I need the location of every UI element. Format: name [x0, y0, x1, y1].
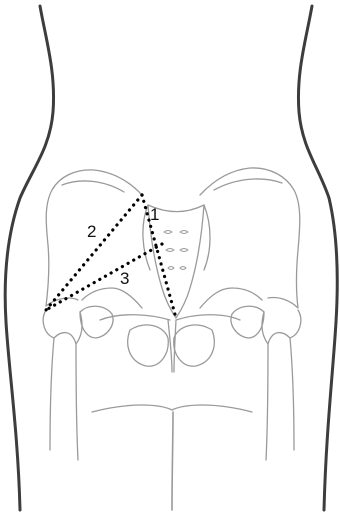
- right-ilium-inner-curve: [200, 288, 262, 308]
- body-outline: [5, 6, 337, 510]
- label-2: 2: [87, 222, 96, 241]
- label-3: 3: [120, 269, 129, 288]
- pubic-symphysis: [168, 320, 176, 372]
- left-femoral-head: [80, 306, 113, 338]
- dotted-line-2: [46, 195, 142, 310]
- body-outline-right: [298, 6, 337, 510]
- left-iliac-inner: [62, 181, 124, 192]
- body-outline-left: [5, 6, 53, 510]
- pubic-arch: [100, 315, 240, 320]
- right-iliac-inner: [214, 179, 282, 190]
- left-obturator-foramen: [128, 325, 169, 366]
- sacrum-holes: [164, 231, 188, 270]
- thigh-crease: [92, 405, 252, 412]
- right-femoral-head: [231, 306, 264, 338]
- pelvis-bones: [43, 168, 301, 510]
- label-1: 1: [150, 205, 159, 224]
- gluteal-cleft: [172, 412, 173, 510]
- right-obturator-foramen: [174, 325, 215, 366]
- dotted-line-3: [46, 244, 162, 310]
- left-femur: [43, 310, 82, 460]
- left-ilium-inner-curve: [82, 288, 142, 308]
- right-femur: [262, 310, 301, 460]
